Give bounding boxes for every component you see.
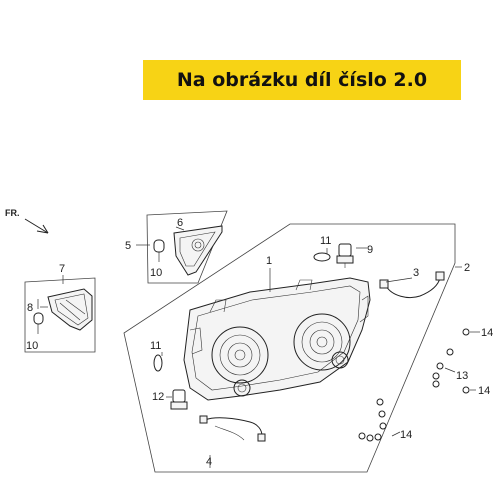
leader-lines [37,226,480,468]
callout-14-bottom: 14 [400,429,412,441]
part-number-banner: Na obrázku díl číslo 2.0 [143,60,461,100]
callout-11-lower: 11 [150,340,161,352]
front-direction-indicator: FR. [5,208,49,234]
callout-3: 3 [413,267,419,279]
callout-4: 4 [206,456,212,468]
callout-13: 13 [456,370,468,382]
callout-10-left: 10 [26,340,38,352]
part-11-bulb-upper [313,252,331,262]
screws [358,328,470,442]
part-4-wiring [199,415,266,442]
callout-8: 8 [27,302,33,314]
part-1-headlight-housing [183,277,371,401]
callout-10-upper: 10 [150,267,162,279]
callout-7: 7 [59,263,65,275]
callout-11-upper: 11 [320,235,331,247]
callout-14-top: 14 [481,327,493,339]
part-3-wiring [379,271,445,299]
callout-2: 2 [464,262,470,274]
callout-14-middle: 14 [478,385,490,397]
part-12-bulb [170,389,188,410]
callout-6: 6 [177,217,183,229]
callout-5: 5 [125,240,131,252]
part-11-bulb-lower [153,354,163,372]
part-7-side-lamp [47,288,93,331]
bulb-10-left [33,312,44,334]
callout-1: 1 [266,255,272,267]
part-7-group-box [24,277,96,353]
direction-label: FR. [5,208,20,218]
bulb-10-upper [153,239,165,262]
part-6-housing [173,225,223,276]
part-9-bulb [336,243,354,268]
banner-text: Na obrázku díl číslo 2.0 [176,69,428,91]
main-assembly-box [123,223,456,473]
callout-labels: 1 2 3 4 5 6 7 8 9 10 10 11 11 12 13 14 1… [26,217,493,468]
callout-9: 9 [367,244,373,256]
part-6-group-box [146,210,228,284]
callout-12: 12 [152,391,164,403]
